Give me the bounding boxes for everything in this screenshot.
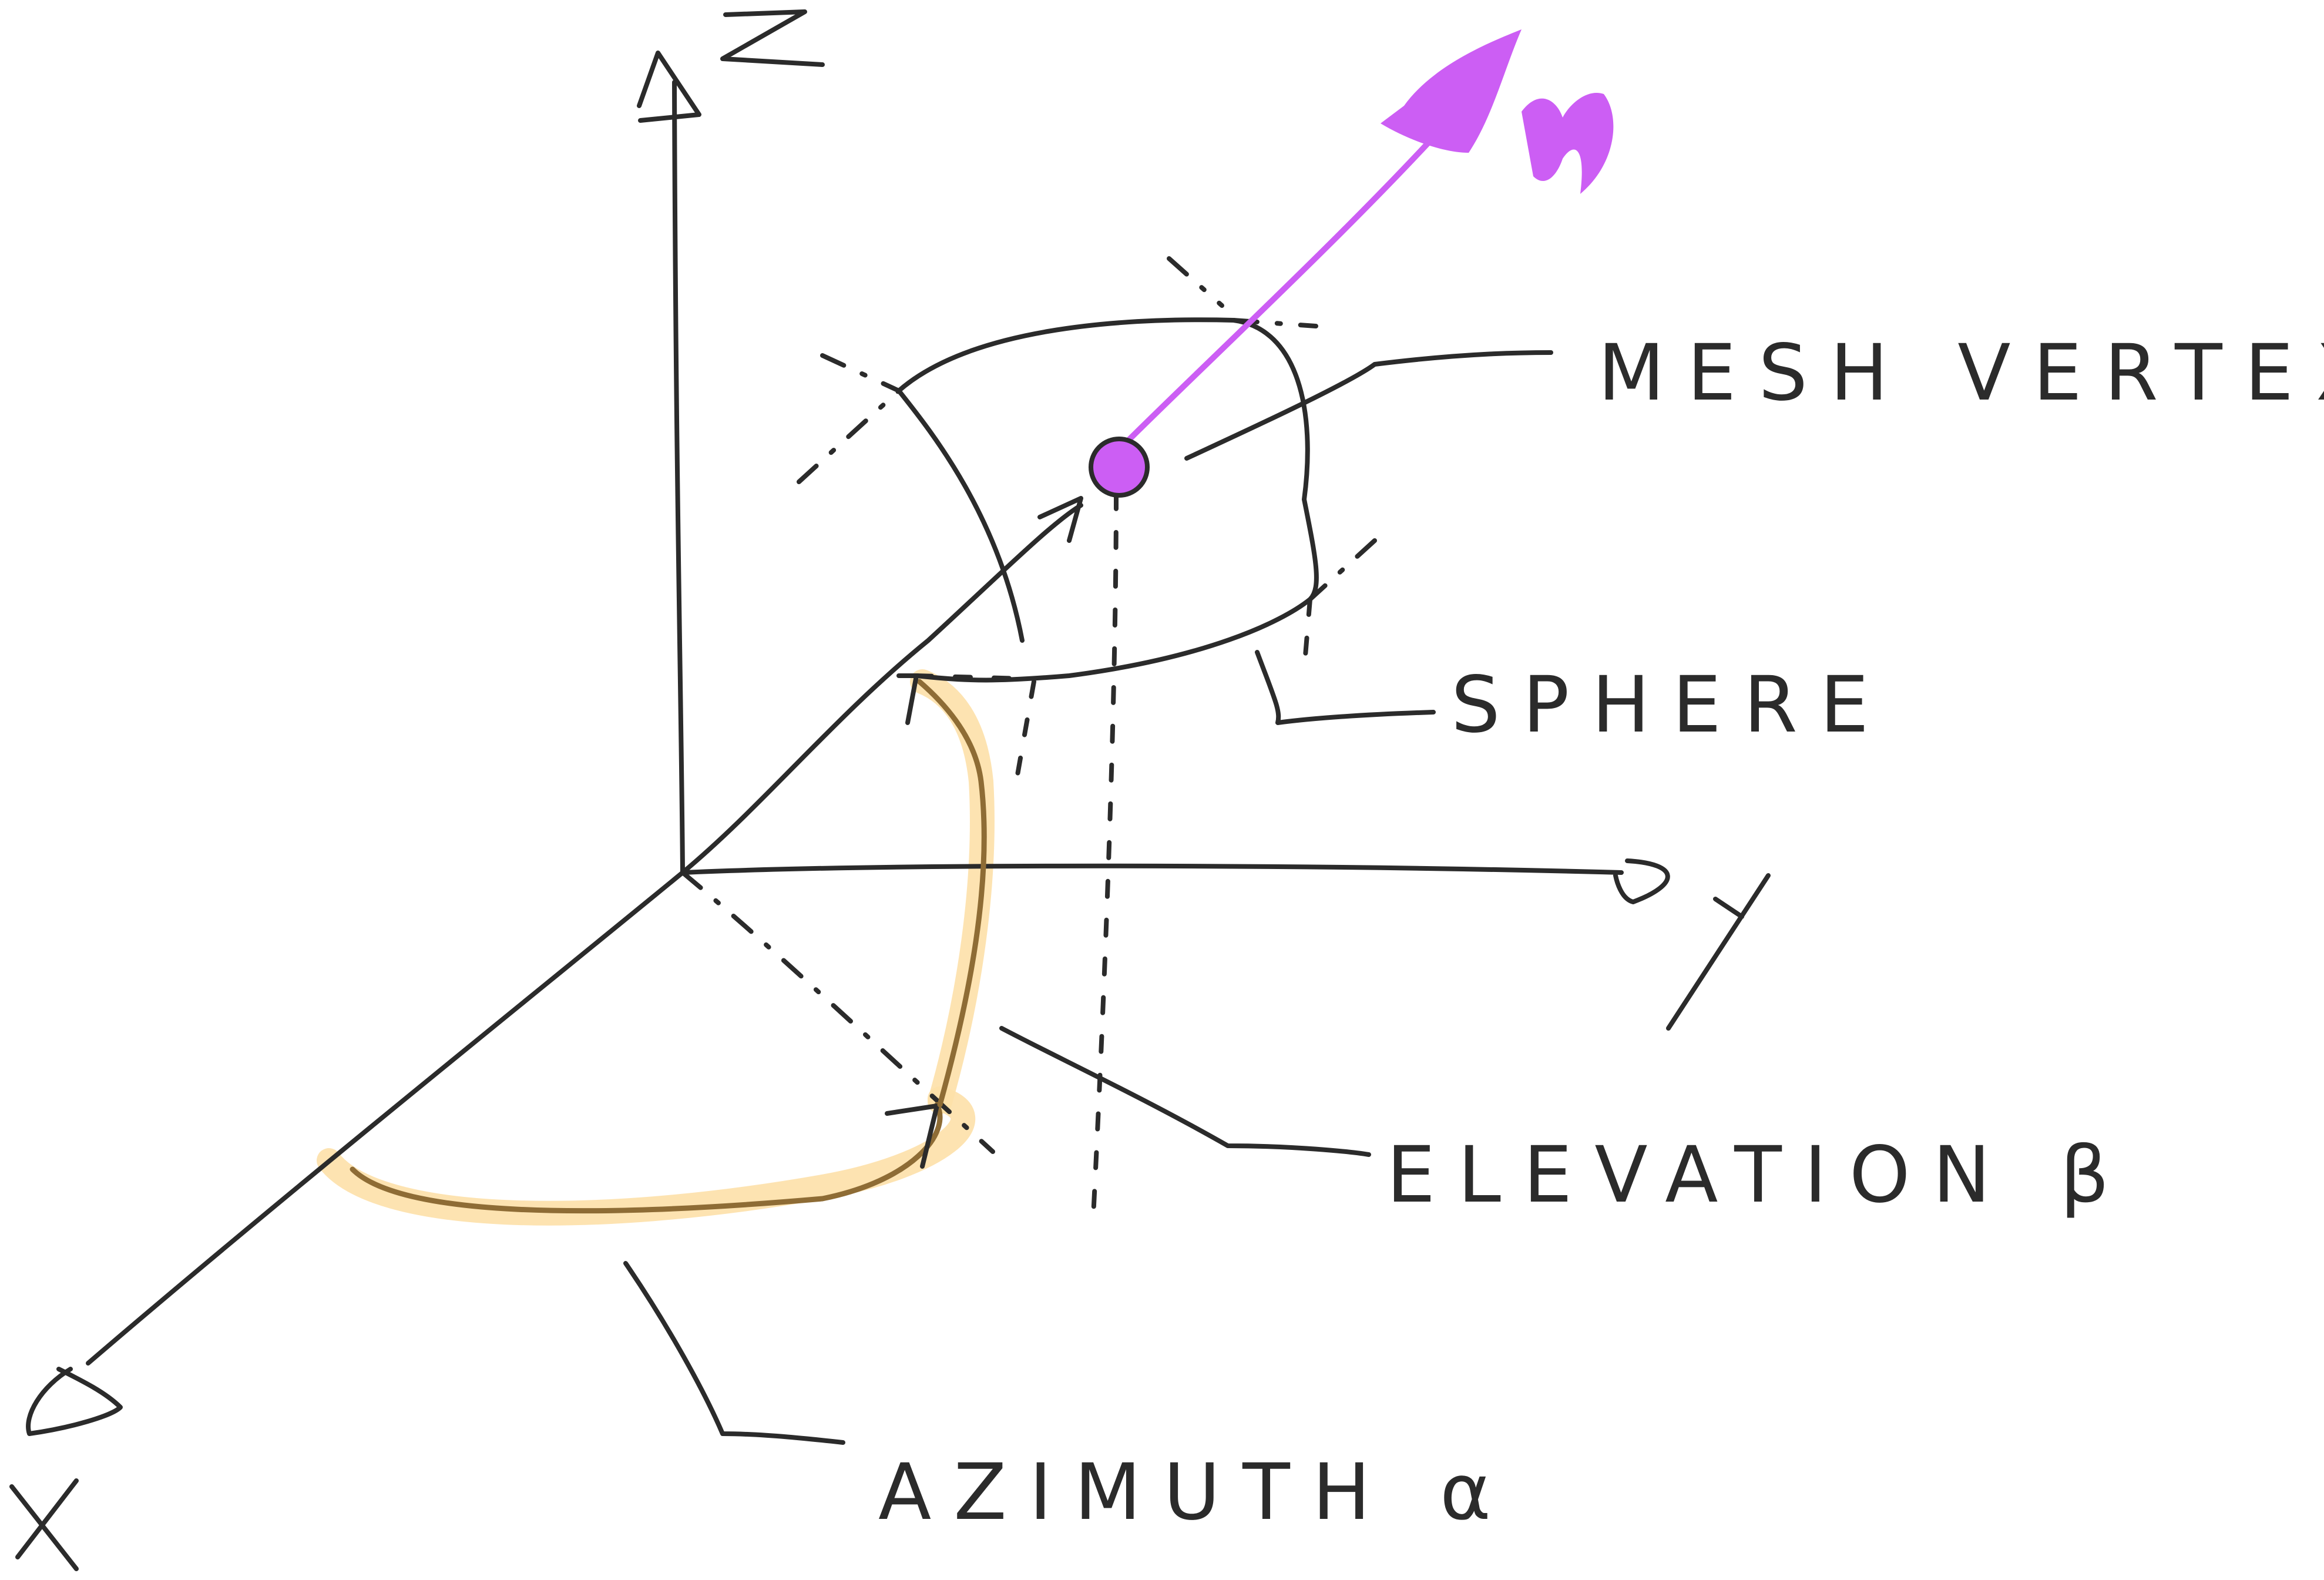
x-axis-label <box>9 1478 79 1571</box>
z-axis-label <box>720 9 825 67</box>
mesh-vertex-leader <box>1184 350 1553 461</box>
azimuth-label: AZIMUTH α <box>878 1447 1513 1538</box>
azimuth-arrowhead <box>885 1103 939 1169</box>
y-axis-label <box>1666 873 1771 1031</box>
vertex-projection-line <box>1090 491 1119 1230</box>
mesh-vertex-label: MESH VERTEX <box>1598 328 2324 418</box>
ground-projection-line <box>680 870 995 1154</box>
axis-labels <box>9 9 1771 1571</box>
sphere-guide-lines <box>797 256 1377 784</box>
y-axis <box>680 858 1670 904</box>
direction-vector <box>680 503 1083 875</box>
sphere-outline <box>896 317 1319 683</box>
direction-arrowhead <box>1037 496 1083 543</box>
sphere-label: SPHERE <box>1451 660 1891 750</box>
azimuth-leader <box>623 1261 845 1445</box>
elevation-label: ELEVATION β <box>1386 1130 2132 1220</box>
x-axis <box>26 870 685 1436</box>
vertex-normal-arrowhead <box>1381 29 1522 153</box>
mesh-vertex <box>1089 29 1522 498</box>
arc-highlights <box>317 669 995 1226</box>
sphere-leader <box>1255 650 1436 725</box>
leader-lines <box>623 350 1553 1445</box>
z-axis <box>637 51 701 875</box>
elevation-arrowhead <box>896 673 919 725</box>
elevation-leader <box>999 1026 1371 1157</box>
normal-vector-label <box>1522 93 1614 194</box>
elevation-arc <box>916 679 987 1108</box>
